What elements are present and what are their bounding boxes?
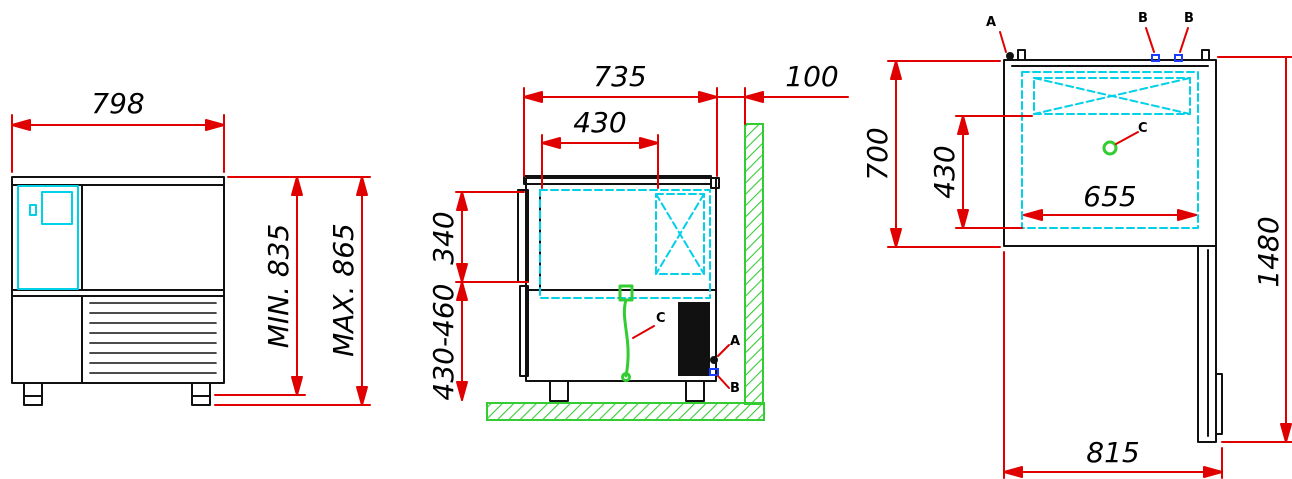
side-marker-b: B	[730, 381, 740, 396]
side-hidden-compartment	[539, 189, 711, 299]
top-connector-a	[1006, 52, 1014, 60]
top-open-door-panel	[1197, 245, 1217, 443]
arrowhead	[1003, 466, 1023, 478]
top-hidden-evaporator-diag	[1033, 77, 1191, 115]
front-max-height-label: MAX. 865	[327, 223, 360, 357]
arrowhead	[890, 228, 902, 248]
side-body-outline	[525, 177, 717, 382]
side-upper-height-label: 340	[427, 211, 460, 264]
compressor-block	[678, 302, 710, 376]
arrowhead	[11, 119, 31, 131]
top-leader-c	[1115, 131, 1139, 145]
top-leader-a	[999, 31, 1007, 53]
drain-pipe-outlet	[621, 372, 631, 382]
side-connector-b	[709, 368, 719, 376]
top-connector-tab	[1017, 49, 1026, 61]
top-door-handle	[1215, 373, 1223, 435]
top-marker-b2: B	[1184, 11, 1194, 26]
arrowhead	[291, 376, 303, 396]
top-connector-b1	[1151, 54, 1160, 62]
control-panel-display	[41, 191, 73, 225]
arrowhead	[639, 137, 659, 149]
arrowhead	[456, 263, 468, 283]
top-leader-b2	[1179, 27, 1189, 53]
front-min-height-label: MIN. 835	[262, 224, 295, 349]
side-leader-c	[632, 325, 655, 339]
arrowhead	[890, 60, 902, 80]
top-depth-label: 700	[861, 127, 894, 180]
arrowhead	[205, 119, 225, 131]
side-view: C A B 735 430	[427, 60, 849, 421]
arrowhead	[456, 191, 468, 211]
drain-pipe	[622, 298, 630, 378]
front-foot-right	[191, 382, 211, 406]
top-door-open-label: 1480	[1252, 216, 1285, 287]
arrowhead	[356, 386, 368, 406]
front-cabinet-outline	[11, 176, 225, 384]
top-connector-tab	[1201, 49, 1210, 61]
top-marker-a: A	[986, 15, 996, 30]
top-inner-width-label: 655	[1083, 180, 1136, 213]
top-view: A B B C 70	[861, 11, 1292, 479]
arrowhead	[1177, 209, 1197, 221]
wall-hatch	[744, 123, 764, 405]
arrowhead	[1203, 466, 1223, 478]
top-marker-b1: B	[1138, 11, 1148, 26]
arrowhead	[356, 176, 368, 196]
side-leader-b	[717, 375, 730, 389]
side-inner-depth-label: 430	[573, 106, 626, 139]
top-leader-b1	[1145, 27, 1155, 53]
side-wallgap-label: 100	[785, 60, 838, 93]
arrowhead	[456, 281, 468, 301]
top-hidden-evaporator	[1033, 77, 1191, 115]
arrowhead	[1023, 209, 1043, 221]
side-door-handle-lower	[519, 285, 529, 377]
side-lower-height-label: 430-460	[427, 284, 460, 401]
arrowhead	[698, 91, 718, 103]
floor-hatch	[486, 402, 765, 421]
arrowhead	[1280, 423, 1292, 443]
arrowhead	[291, 176, 303, 196]
side-connector-a	[710, 356, 718, 364]
side-rear-tab	[710, 177, 720, 189]
side-hidden-evaporator-diag	[655, 193, 705, 275]
top-hidden-compartment	[1021, 71, 1199, 229]
side-marker-a: A	[730, 334, 740, 349]
side-marker-c: C	[656, 311, 666, 326]
side-foot-front	[549, 380, 569, 402]
arrowhead	[456, 381, 468, 401]
top-body-outline	[1003, 59, 1217, 247]
arrowhead	[541, 137, 561, 149]
front-louvers	[89, 302, 217, 374]
arrowhead	[523, 91, 543, 103]
top-total-width-label: 815	[1086, 436, 1139, 469]
control-panel-button	[29, 204, 37, 216]
side-leader-a	[717, 344, 730, 357]
top-marker-c: C	[1138, 121, 1148, 136]
arrowhead	[957, 209, 969, 229]
front-foot-left	[23, 382, 43, 406]
side-hidden-evaporator	[655, 193, 705, 275]
side-depth-label: 735	[593, 60, 646, 93]
control-panel-frame	[17, 185, 79, 290]
side-foot-rear	[685, 380, 705, 402]
arrowhead	[744, 91, 764, 103]
top-inner-height-label: 430	[928, 145, 961, 198]
arrowhead	[957, 115, 969, 135]
front-width-label: 798	[91, 87, 144, 120]
top-connector-b2	[1174, 54, 1183, 62]
top-drain-c	[1102, 140, 1118, 156]
front-view: 798 MIN. 835 MAX. 865	[11, 87, 371, 406]
